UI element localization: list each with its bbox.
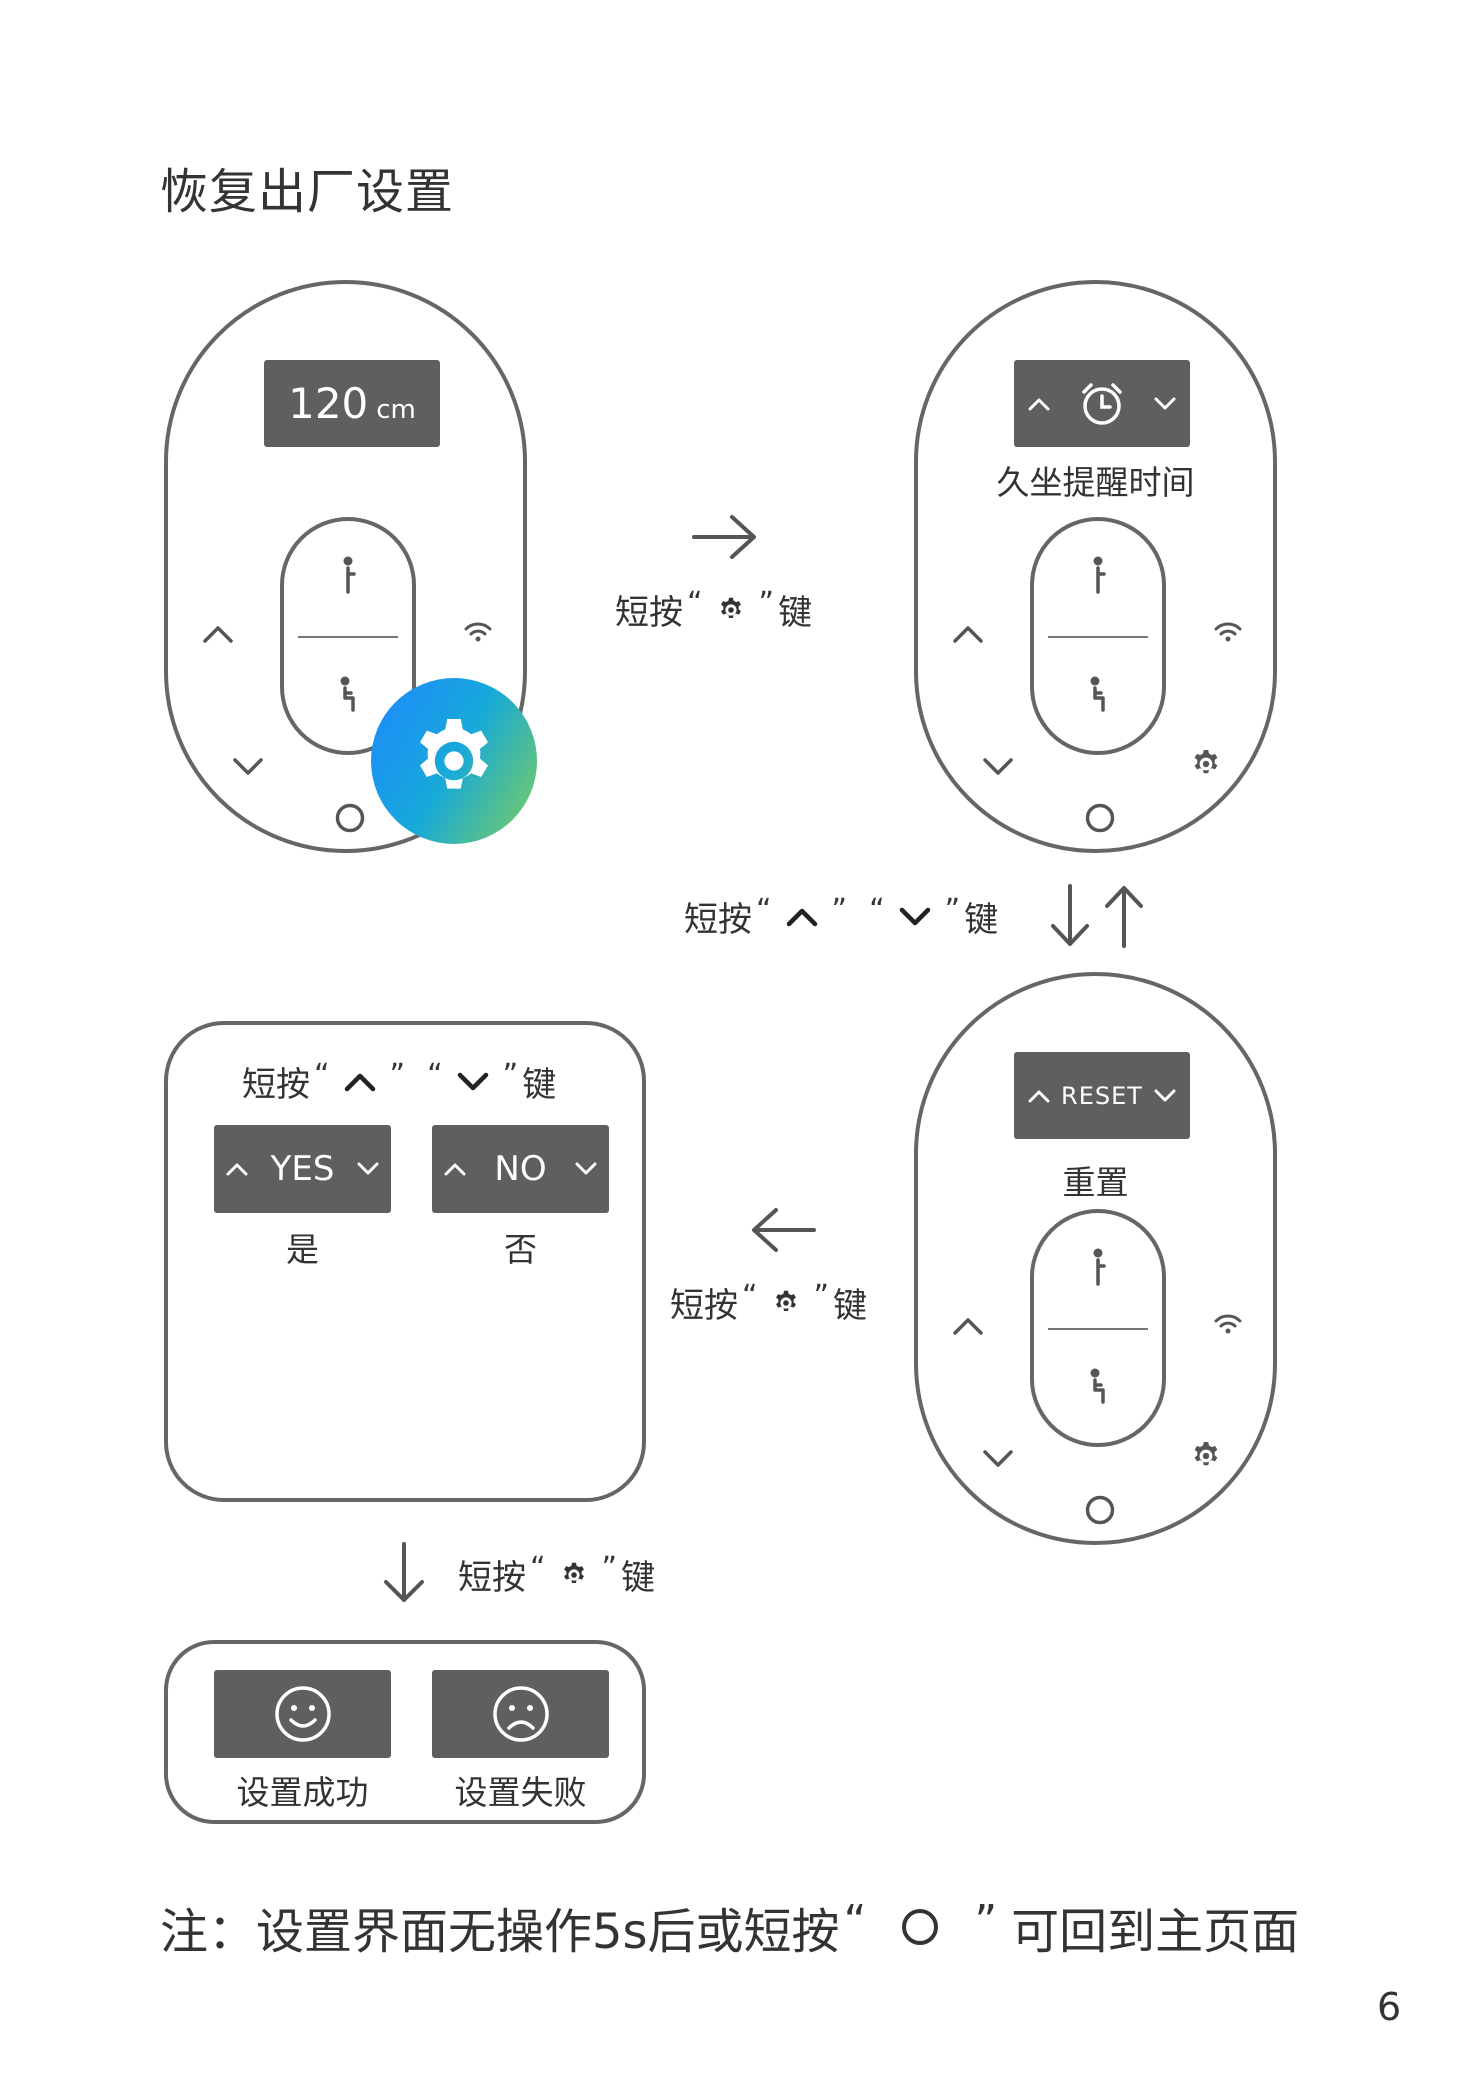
divider — [1048, 1328, 1148, 1330]
page-title: 恢复出厂设置 — [160, 164, 455, 220]
chevron-down-icon — [575, 1162, 597, 1175]
wifi-icon[interactable] — [1213, 620, 1243, 644]
height-value: 120 — [288, 379, 369, 428]
gear-icon — [560, 1561, 588, 1589]
step-caption-gear-3: 短按 “ ” 键 — [458, 1551, 656, 1598]
step-caption-up-down-2: 短按 “ ” “ ” 键 — [242, 1058, 557, 1105]
stand-sit-pill — [1030, 1209, 1166, 1447]
no-text: NO — [494, 1149, 547, 1189]
chevron-up-icon — [344, 1073, 375, 1091]
arrow-down-icon — [384, 1542, 424, 1602]
chevron-down-icon — [357, 1162, 379, 1175]
remote-reset: RESET 重置 — [914, 972, 1277, 1545]
success-display — [214, 1670, 391, 1758]
arrow-left-icon — [752, 1208, 816, 1252]
no-label: 否 — [504, 1230, 537, 1269]
note-prefix: 注：设置界面无操作5s后或短按 — [160, 1904, 840, 1960]
sit-icon[interactable] — [338, 673, 358, 719]
chevron-up-icon — [444, 1163, 466, 1176]
remote-sedentary-reminder: 久坐提醒时间 — [914, 280, 1277, 853]
chevron-down-icon — [899, 907, 930, 925]
chevron-up-icon[interactable] — [952, 1316, 984, 1336]
gear-icon — [717, 596, 745, 624]
chevron-down-icon[interactable] — [1154, 397, 1176, 411]
sad-icon — [492, 1686, 549, 1742]
home-circle-icon[interactable] — [335, 803, 365, 833]
home-circle-icon[interactable] — [1085, 1495, 1115, 1525]
reset-text: RESET — [1061, 1081, 1143, 1110]
chevron-up-icon[interactable] — [952, 624, 984, 644]
wifi-icon[interactable] — [463, 620, 493, 644]
height-display: 120 cm — [264, 360, 440, 447]
gear-icon[interactable] — [1190, 748, 1222, 780]
fail-display — [432, 1670, 609, 1758]
height-unit: cm — [376, 394, 416, 425]
note-suffix: 可回到主页面 — [1011, 1904, 1300, 1960]
arrow-down-icon — [1051, 884, 1089, 946]
no-option[interactable]: NO — [432, 1125, 609, 1213]
divider — [298, 636, 398, 638]
arrow-right-icon — [692, 515, 756, 559]
fail-label: 设置失败 — [454, 1773, 587, 1812]
alarm-clock-icon — [1082, 382, 1122, 425]
reminder-display — [1014, 360, 1190, 447]
chevron-up-icon[interactable] — [1028, 397, 1050, 411]
chevron-down-icon[interactable] — [232, 757, 264, 777]
chevron-up-icon[interactable] — [1028, 1089, 1050, 1103]
stand-icon[interactable] — [1088, 1245, 1108, 1291]
stand-sit-pill — [1030, 517, 1166, 755]
chevron-down-icon[interactable] — [982, 757, 1014, 777]
result-panel: 设置成功 设置失败 — [164, 1640, 646, 1824]
home-circle-icon — [902, 1909, 939, 1945]
reminder-label: 久坐提醒时间 — [996, 463, 1195, 502]
chevron-up-icon[interactable] — [202, 624, 234, 644]
success-label: 设置成功 — [236, 1773, 369, 1812]
footer-note: 注：设置界面无操作5s后或短按 “ ” 可回到主页面 — [160, 1892, 1299, 1962]
yes-option[interactable]: YES — [214, 1125, 391, 1213]
divider — [1048, 636, 1148, 638]
arrow-up-icon — [1105, 886, 1143, 948]
step-caption-up-down-1: 短按 “ ” “ ” 键 — [684, 893, 999, 940]
gear-icon — [406, 713, 502, 809]
sit-icon[interactable] — [1088, 1365, 1108, 1411]
step-caption-gear-2: 短按 “ ” 键 — [670, 1279, 868, 1326]
wifi-icon[interactable] — [1213, 1312, 1243, 1336]
gear-icon[interactable] — [1190, 1440, 1222, 1472]
chevron-up-icon — [786, 908, 817, 926]
gear-icon — [772, 1289, 800, 1317]
stand-icon[interactable] — [338, 553, 358, 599]
remote-home: 120 cm — [164, 280, 527, 853]
stand-icon[interactable] — [1088, 553, 1108, 599]
reset-display: RESET — [1014, 1052, 1190, 1139]
yes-label: 是 — [286, 1230, 319, 1269]
gear-button-highlight[interactable] — [371, 678, 537, 844]
sit-icon[interactable] — [1088, 673, 1108, 719]
home-circle-icon[interactable] — [1085, 803, 1115, 833]
yes-text: YES — [270, 1149, 335, 1189]
reset-label: 重置 — [1062, 1163, 1129, 1202]
step-caption-gear-1: 短按 “ ” 键 — [615, 586, 813, 633]
page-number: 6 — [1377, 1985, 1402, 2029]
chevron-up-icon — [226, 1163, 248, 1176]
smile-icon — [274, 1686, 331, 1742]
chevron-down-icon[interactable] — [1154, 1089, 1176, 1103]
chevron-down-icon — [457, 1072, 488, 1090]
confirm-choice-panel: 短按 “ ” “ ” 键 YES 是 NO 否 — [164, 1021, 646, 1502]
chevron-down-icon[interactable] — [982, 1449, 1014, 1469]
